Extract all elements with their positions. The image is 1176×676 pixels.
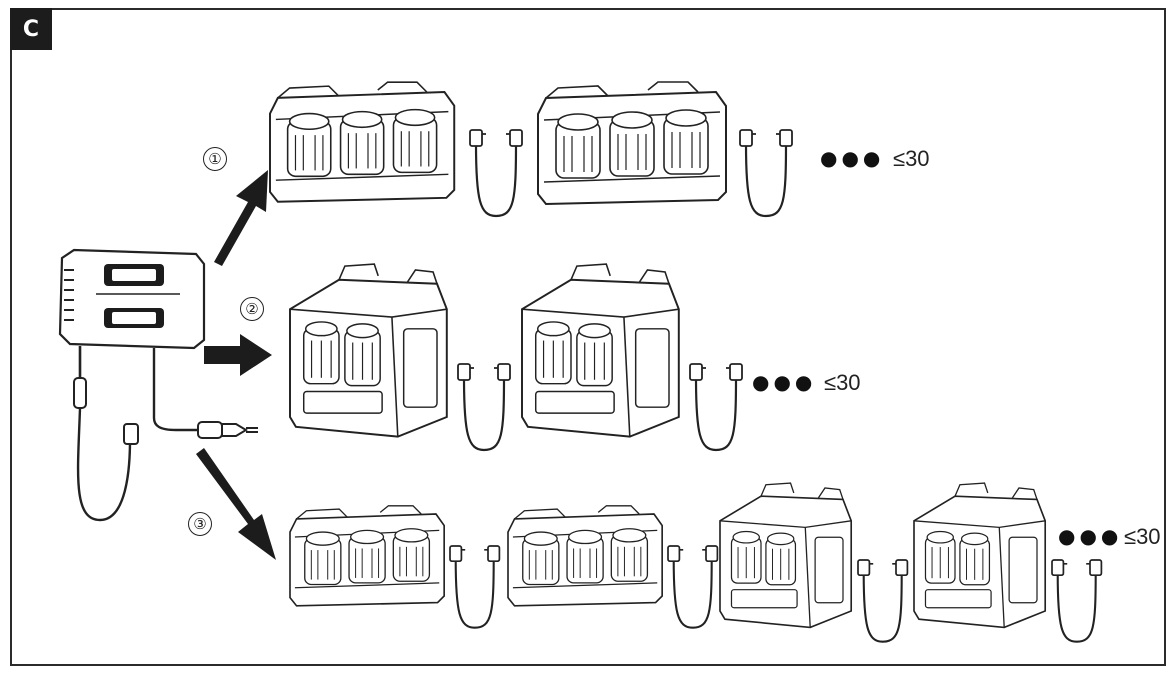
row-3-box-3 <box>719 482 853 629</box>
row-2-ellipsis: ●●● <box>752 370 817 394</box>
power-supply-unit <box>58 248 258 522</box>
row-1-cable-2 <box>738 128 794 218</box>
row-3-ellipsis: ●●● <box>1058 524 1123 548</box>
arrow-route-1 <box>214 170 268 266</box>
route-2-marker: ② <box>240 297 264 321</box>
row-2-cable-1 <box>456 362 512 452</box>
route-3-marker: ③ <box>188 512 212 536</box>
row-2-limit-label: ≤30 <box>824 370 861 395</box>
row-2-box-1 <box>289 263 448 438</box>
row-3-limit-label: ≤30 <box>1124 524 1161 549</box>
row-1-ellipsis: ●●● <box>820 146 885 170</box>
row-3-cable-2 <box>666 544 719 629</box>
figure-corner-label: C <box>10 8 52 50</box>
row-1-box-1 <box>269 81 456 203</box>
route-1-marker: ① <box>203 147 227 171</box>
arrow-route-3 <box>196 448 276 560</box>
row-1-cable-1 <box>468 128 524 218</box>
row-1-limit-label: ≤30 <box>893 146 930 171</box>
row-3-cable-4 <box>1050 558 1103 643</box>
row-3-box-1 <box>289 504 445 607</box>
arrow-route-2 <box>204 334 272 376</box>
row-1-box-2 <box>537 81 727 205</box>
row-3-cable-1 <box>448 544 501 629</box>
row-2-box-2 <box>521 263 680 438</box>
row-3-box-4 <box>913 482 1047 629</box>
row-3-box-2 <box>507 504 663 607</box>
row-3-cable-3 <box>856 558 909 643</box>
row-2-cable-2 <box>688 362 744 452</box>
